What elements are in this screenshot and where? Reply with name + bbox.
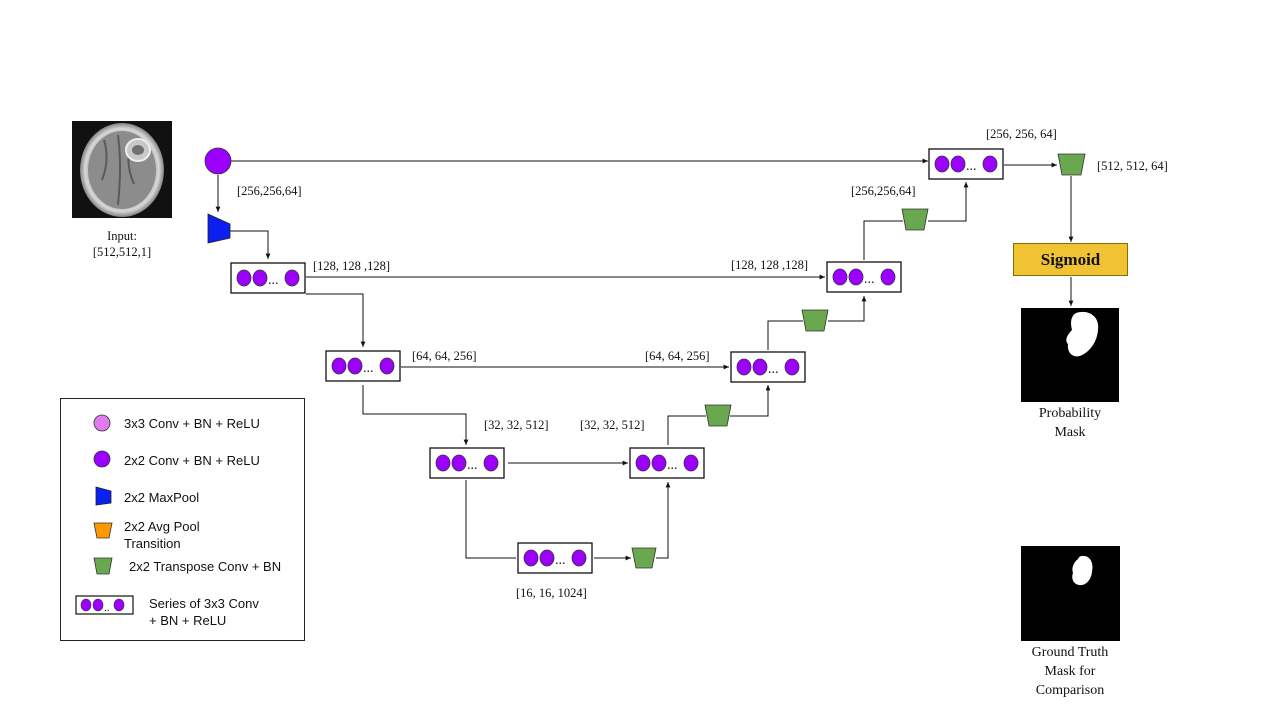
- connection-arrows: [215, 158, 1074, 561]
- legend-label-2x2-conv: 2x2 Conv + BN + ReLU: [124, 453, 260, 468]
- encoder-block-2: [325, 350, 401, 382]
- bottleneck-block: [517, 542, 593, 574]
- input-label: Input: [512,512,1]: [72, 228, 172, 260]
- svg-text:..: ..: [104, 602, 110, 614]
- dim-label-dec4: [32, 32, 512]: [580, 418, 645, 432]
- decoder-block-3: [629, 447, 705, 479]
- legend-transpose-icon: [93, 557, 113, 575]
- maxpool-node: [207, 213, 231, 244]
- sigmoid-block: Sigmoid: [1013, 243, 1128, 276]
- encoder-block-3: [429, 447, 505, 479]
- dim-label-dec1-in: [256,256,64]: [851, 184, 916, 198]
- legend-label-3x3-conv: 3x3 Conv + BN + ReLU: [124, 416, 260, 431]
- dim-label-dec1-out: [256, 256, 64]: [986, 127, 1057, 141]
- dim-label-enc1: [256,256,64]: [237, 184, 302, 198]
- decoder-block-2: [730, 351, 806, 383]
- legend-avgpool-icon: [93, 522, 113, 539]
- decoder-block-0: [928, 148, 1004, 180]
- transpose-conv-node-1: [631, 547, 657, 569]
- dim-label-bottleneck: [16, 16, 1024]: [516, 586, 587, 600]
- transpose-conv-node-3: [801, 309, 829, 332]
- legend-dark-circle-icon: [93, 450, 111, 468]
- transpose-conv-node-4: [901, 208, 929, 231]
- legend-label-transpose: 2x2 Transpose Conv + BN: [129, 559, 282, 574]
- transpose-conv-node-2: [704, 404, 732, 427]
- legend-box: .. 3x3 Conv + BN + ReLU 2x2 Conv + BN + …: [60, 398, 305, 641]
- legend-label-avgpool: 2x2 Avg Pool Transition: [124, 519, 200, 551]
- input-title: Input:: [107, 229, 137, 243]
- legend-maxpool-icon: [95, 486, 112, 506]
- dim-label-dec3: [64, 64, 256]: [645, 349, 710, 363]
- ground-truth-caption: Ground Truth Mask for Comparison: [1031, 645, 1109, 698]
- legend-series-icon: ..: [75, 595, 134, 615]
- dim-label-dec2: [128, 128 ,128]: [731, 258, 809, 272]
- legend-label-series: Series of 3x3 Conv + BN + ReLU: [149, 596, 259, 628]
- input-conv-node: [204, 147, 232, 175]
- legend-symbols: ..: [75, 414, 134, 615]
- input-mri-image: [72, 121, 172, 218]
- dim-label-enc2: [128, 128 ,128]: [313, 259, 391, 273]
- input-shape: [512,512,1]: [92, 245, 152, 259]
- decoder-block-1: [826, 261, 902, 293]
- legend-label-maxpool: 2x2 MaxPool: [124, 490, 200, 505]
- transpose-conv-node-final: [1057, 153, 1086, 176]
- dim-label-final: [512, 512, 64]: [1097, 159, 1168, 173]
- dim-label-enc3: [64, 64, 256]: [412, 349, 477, 363]
- ground-truth-mask-image: [1021, 546, 1120, 641]
- dim-label-enc4: [32, 32, 512]: [484, 418, 549, 432]
- probability-mask-caption: Probability Mask: [1038, 406, 1102, 440]
- legend-light-circle-icon: [93, 414, 111, 432]
- probability-mask-image: [1021, 308, 1119, 402]
- encoder-block-1: [230, 262, 306, 294]
